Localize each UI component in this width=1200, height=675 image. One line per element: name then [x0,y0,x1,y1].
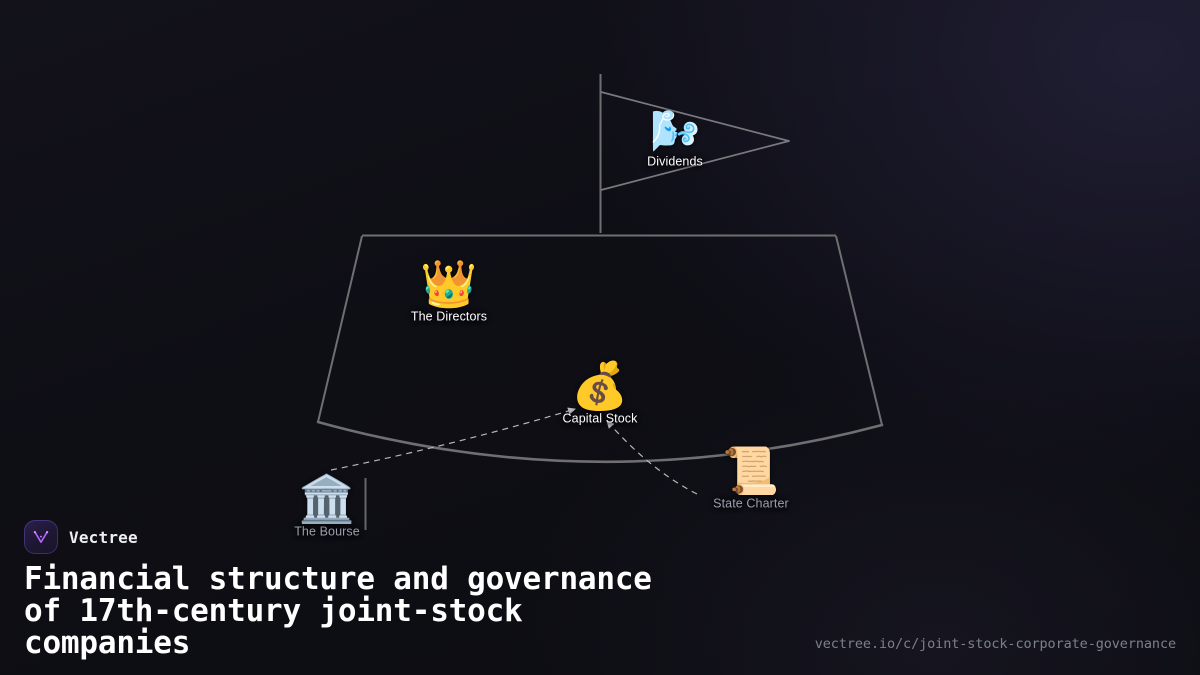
graph-node-the-bourse[interactable]: 🏛️ The Bourse [294,476,360,539]
graph-node-the-directors[interactable]: 👑 The Directors [411,261,487,324]
edge-frame-left [317,235,363,423]
edge-pennant-triangle [600,91,790,191]
edge-bourse-to-capital [330,407,576,471]
wind-face-icon: 🌬️ [650,108,700,155]
edge-frame-right [835,235,883,426]
graph-node-label: The Directors [410,309,488,324]
money-bag-icon: 💰 [571,358,629,413]
graph-node-dividends[interactable]: 🌬️ Dividends [647,112,703,169]
graph-node-label: The Bourse [294,524,360,539]
graph-node-capital-stock[interactable]: 💰 Capital Stock [563,363,638,426]
scroll-icon: 📜 [722,443,780,498]
graph-node-label: Capital Stock [562,411,638,426]
graph-node-state-charter[interactable]: 📜 State Charter [713,448,789,511]
edge-frame-bottom-arc [316,420,884,464]
classical-building-icon: 🏛️ [298,471,356,526]
edge-charter-to-capital [606,420,698,495]
crown-icon: 👑 [420,256,478,311]
graph-node-label: State Charter [713,496,789,511]
source-url: vectree.io/c/joint-stock-corporate-gover… [814,636,1176,652]
graph-node-label: Dividends [647,154,703,169]
